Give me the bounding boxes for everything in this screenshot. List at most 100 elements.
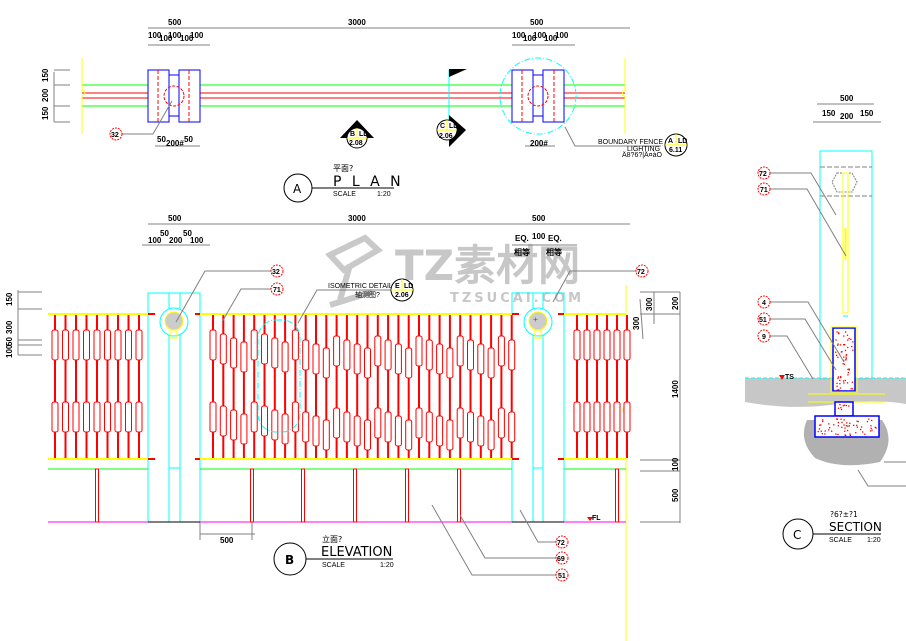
plan-scale-label: SCALE [333,191,356,198]
elev-post-light-right: + [523,307,553,339]
concrete-aggregate [870,427,872,429]
support-post [301,468,305,523]
concrete-aggregate [852,349,854,351]
concrete-aggregate [850,338,852,340]
plan-dim-right-total: 500 [530,18,544,27]
picket [603,315,611,458]
concrete-aggregate [847,339,849,341]
svg-text:E: E [395,283,400,290]
concrete-aggregate [845,404,847,407]
support-post [405,468,409,523]
concrete-aggregate [840,407,842,409]
isometric-detail-note: ISOMETRIC DETAIL 轴测图? E LD 2.06 [297,278,414,324]
concrete-aggregate [853,424,855,426]
concrete-aggregate [837,421,839,424]
elevation-title-block: B 立面? ELEVATION SCALE 1:20 [273,534,394,576]
concrete-aggregate [870,425,872,427]
svg-text:A: A [668,138,673,145]
svg-text:200#: 200# [166,139,184,148]
picket [271,315,279,458]
picket [209,315,217,458]
concrete-aggregate [836,382,838,384]
picket [281,315,289,458]
picket [312,315,320,458]
svg-text:69: 69 [557,556,565,563]
svg-text:51: 51 [558,573,566,580]
picket [125,315,132,458]
elev-dim-right-vertical: 300 300 200 1400 100 500 [632,296,680,502]
concrete-aggregate [840,408,843,411]
concrete-aggregate [824,430,826,432]
concrete-aggregate [847,371,849,374]
picket [333,315,341,458]
picket [497,315,505,458]
concrete-aggregate [833,424,835,426]
concrete-aggregate [835,418,838,420]
concrete-aggregate [841,421,843,424]
concrete-aggregate [839,404,841,406]
picket [114,315,122,458]
support-post [250,468,254,523]
elevation-scale-label: SCALE [322,562,345,569]
concrete-aggregate [843,419,845,421]
svg-text:200: 200 [671,296,680,310]
elev-pickets [51,315,631,458]
svg-text:100: 100 [533,31,547,40]
plan-break-right [622,58,626,134]
svg-text:LD: LD [449,123,458,130]
concrete-aggregate [835,339,837,341]
picket [384,315,392,458]
svg-text:相等: 相等 [514,247,530,257]
section-callout-71: 71 [757,182,847,257]
svg-text:500: 500 [671,488,680,502]
support-post [95,468,99,523]
concrete-aggregate [820,424,822,426]
concrete-aggregate [836,389,838,391]
concrete-aggregate [839,376,842,378]
concrete-aggregate [829,427,831,429]
concrete-aggregate [839,344,842,346]
svg-text:150: 150 [41,106,50,120]
picket [343,315,351,458]
elev-post-light-left [159,307,189,339]
svg-text:300: 300 [5,320,14,334]
svg-text:轴测图?: 轴测图? [355,290,380,299]
concrete-aggregate [852,341,854,343]
concrete-aggregate [845,358,847,360]
concrete-aggregate [817,430,819,433]
concrete-aggregate [864,433,866,435]
concrete-aggregate [849,433,851,435]
concrete-aggregate [828,429,830,431]
plan-callout-32: 32 [109,100,173,141]
svg-text:51: 51 [759,317,767,324]
concrete-aggregate [839,387,842,389]
concrete-aggregate [856,420,858,422]
plan-scale-value: 1:20 [377,191,391,198]
elev-dim-left-total: 500 [168,214,182,223]
plan-post-right [499,57,577,135]
concrete-aggregate [871,419,873,422]
svg-text:100: 100 [148,31,162,40]
svg-text:50: 50 [184,135,193,144]
concrete-aggregate [856,426,858,428]
picket [83,315,90,458]
watermark-logo-icon [325,234,384,308]
support-post [615,468,619,523]
concrete-aggregate [837,425,839,427]
svg-text:100: 100 [532,232,546,241]
concrete-aggregate [840,351,843,353]
concrete-aggregate [848,425,850,427]
support-post [353,468,357,523]
concrete-aggregate [851,381,853,383]
elevation-title: ELEVATION [321,545,392,560]
concrete-aggregate [839,383,841,385]
concrete-aggregate [828,423,830,425]
picket [487,315,495,458]
concrete-aggregate [843,363,846,365]
concrete-aggregate [866,421,869,423]
concrete-aggregate [824,433,826,435]
plan-break-left [81,58,86,134]
concrete-aggregate [837,433,839,436]
picket [477,315,485,458]
picket [364,315,371,458]
